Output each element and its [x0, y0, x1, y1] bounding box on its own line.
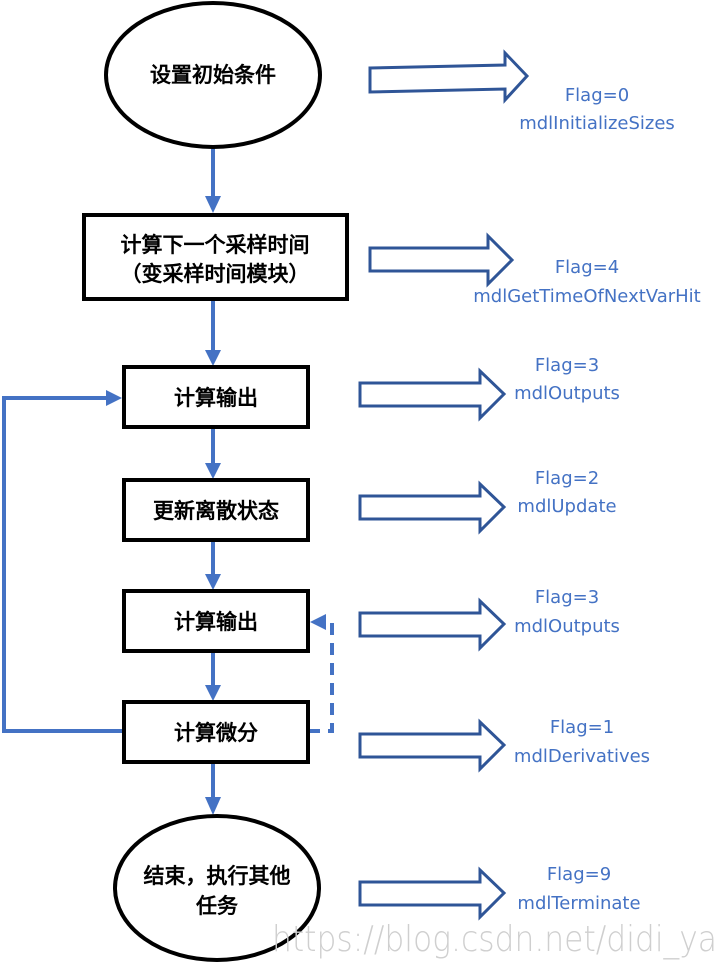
block-arrow-right-icon [358, 367, 507, 422]
flag-0-label: Flag=0 [565, 85, 629, 106]
flag-3b-method: mdlOutputs [514, 616, 620, 637]
edges [2, 146, 334, 815]
node-outputs2: 计算输出 [122, 589, 310, 653]
flag-2-method: mdlUpdate [517, 496, 616, 517]
block-arrow-right-icon [368, 232, 515, 288]
node-derivatives-label: 计算微分 [174, 720, 258, 745]
node-next-time-label-line1: 计算下一个采样时间 [121, 232, 310, 257]
block-arrow-right-icon [358, 480, 507, 535]
node-terminate-label-line2: 任务 [195, 893, 239, 918]
node-init: 设置初始条件 [104, 1, 322, 149]
arrowhead-icon [205, 574, 221, 590]
arrowhead-icon [205, 196, 221, 213]
arrowhead-icon [205, 463, 221, 479]
flag-3-label: Flag=3 [535, 355, 599, 376]
block-arrow-right-icon [358, 718, 507, 773]
flag-1-label: Flag=1 [550, 717, 614, 738]
watermark: https://blog.csdn.net/didi_ya [272, 919, 717, 960]
flag-labels: Flag=0 mdlInitializeSizes Flag=4 mdlGetT… [473, 85, 700, 914]
edge-derivatives-dashed-to-outputs2 [308, 620, 334, 733]
node-outputs1-label: 计算输出 [174, 385, 258, 410]
node-update-label: 更新离散状态 [153, 498, 279, 523]
node-outputs1: 计算输出 [122, 365, 310, 429]
arrowhead-icon [106, 390, 122, 406]
flag-3b-label: Flag=3 [535, 587, 599, 608]
arrowhead-icon [310, 614, 326, 630]
block-arrow-right-icon [368, 49, 530, 104]
node-derivatives: 计算微分 [122, 700, 310, 764]
flag-4-label: Flag=4 [555, 257, 619, 278]
node-terminate: 结束，执行其他 任务 [113, 814, 321, 962]
node-outputs2-label: 计算输出 [174, 609, 258, 634]
node-next-time-label-line2: （变采样时间模块） [121, 261, 310, 286]
edge-derivatives-loop-to-outputs1 [2, 396, 124, 733]
flag-2-label: Flag=2 [535, 468, 599, 489]
block-arrow-right-icon [358, 866, 507, 921]
block-arrow-right-icon [358, 597, 507, 652]
flag-0-method: mdlInitializeSizes [519, 113, 675, 134]
node-terminate-label-line1: 结束，执行其他 [144, 863, 291, 888]
flag-9-method: mdlTerminate [517, 893, 640, 914]
arrowhead-icon [205, 685, 221, 701]
arrowhead-icon [205, 350, 221, 366]
flag-3-method: mdlOutputs [514, 383, 620, 404]
arrowhead-icon [205, 797, 221, 815]
nodes: 设置初始条件 计算下一个采样时间 （变采样时间模块） 计算输出 更新离散状态 计… [82, 1, 349, 962]
node-next-time: 计算下一个采样时间 （变采样时间模块） [82, 213, 349, 301]
block-arrows [358, 49, 530, 921]
flag-9-label: Flag=9 [547, 864, 611, 885]
flag-1-method: mdlDerivatives [514, 746, 650, 767]
node-init-label: 设置初始条件 [150, 62, 276, 87]
flag-4-method: mdlGetTimeOfNextVarHit [473, 286, 700, 307]
node-update: 更新离散状态 [122, 478, 310, 542]
